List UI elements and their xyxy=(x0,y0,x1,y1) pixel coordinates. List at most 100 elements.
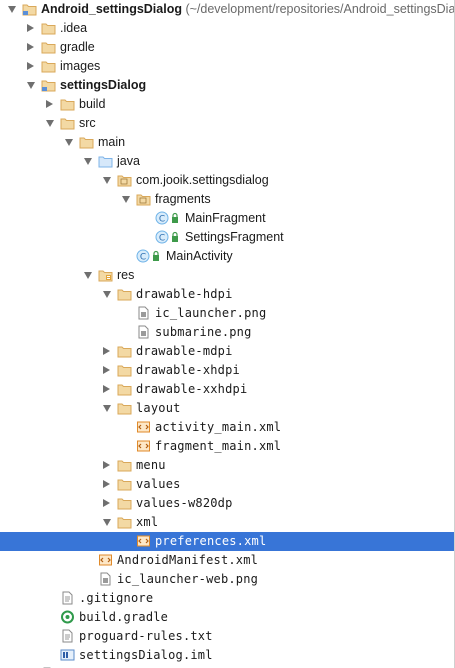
tree-item[interactable]: ic_launcher.png xyxy=(0,304,454,323)
tree-item[interactable]: images xyxy=(0,57,454,76)
tree-item[interactable]: drawable-mdpi xyxy=(0,342,454,361)
collapse-arrow-icon[interactable] xyxy=(122,196,130,203)
image-file-icon xyxy=(98,572,113,586)
tree-item-label: Android_settingsDialog (~/development/re… xyxy=(41,1,455,18)
tree-item[interactable]: drawable-xxhdpi xyxy=(0,380,454,399)
tree-item[interactable]: gradle xyxy=(0,38,454,57)
tree-item-label: activity_main.xml xyxy=(155,420,282,434)
tree-item[interactable]: ic_launcher-web.png xyxy=(0,570,454,589)
tree-item-label: MainActivity xyxy=(166,249,233,263)
text-file-icon xyxy=(60,629,75,643)
folder-icon xyxy=(117,363,132,377)
tree-item[interactable]: fragment_main.xml xyxy=(0,437,454,456)
tree-item[interactable]: drawable-hdpi xyxy=(0,285,454,304)
collapse-arrow-icon[interactable] xyxy=(84,158,92,165)
iml-file-icon xyxy=(60,648,75,662)
expand-arrow-icon[interactable] xyxy=(103,480,110,488)
tree-item-label: fragments xyxy=(155,192,211,206)
collapse-arrow-icon[interactable] xyxy=(27,82,35,89)
tree-item[interactable]: fragments xyxy=(0,190,454,209)
xml-file-icon xyxy=(136,439,151,453)
folder-icon xyxy=(79,135,94,149)
tree-item[interactable]: preferences.xml xyxy=(0,532,454,551)
java-class-icon: C xyxy=(155,211,181,225)
tree-item[interactable]: xml xyxy=(0,513,454,532)
folder-icon xyxy=(117,477,132,491)
tree-item[interactable]: build.gradle xyxy=(0,608,454,627)
svg-text:C: C xyxy=(140,253,146,263)
tree-item[interactable]: proguard-rules.txt xyxy=(0,627,454,646)
text-file-icon xyxy=(60,591,75,605)
expand-arrow-icon[interactable] xyxy=(103,347,110,355)
folder-icon xyxy=(117,382,132,396)
tree-item[interactable]: settingsDialog.iml xyxy=(0,646,454,665)
tree-item-label: drawable-xxhdpi xyxy=(136,382,248,396)
collapse-arrow-icon[interactable] xyxy=(46,120,54,127)
tree-item-label: drawable-mdpi xyxy=(136,344,233,358)
tree-item-label: main xyxy=(98,135,126,149)
tree-item[interactable]: com.jooik.settingsdialog xyxy=(0,171,454,190)
expand-arrow-icon[interactable] xyxy=(27,24,34,32)
collapse-arrow-icon[interactable] xyxy=(103,519,111,526)
tree-item-label: drawable-hdpi xyxy=(136,287,233,301)
expand-arrow-icon[interactable] xyxy=(27,43,34,51)
tree-item[interactable]: activity_main.xml xyxy=(0,418,454,437)
tree-item[interactable]: Android_settingsDialog (~/development/re… xyxy=(0,0,455,19)
expand-arrow-icon[interactable] xyxy=(103,366,110,374)
tree-item-label: proguard-rules.txt xyxy=(79,629,213,643)
collapse-arrow-icon[interactable] xyxy=(103,177,111,184)
xml-file-icon xyxy=(136,534,151,548)
image-file-icon xyxy=(136,325,151,339)
tree-item-label: fragment_main.xml xyxy=(155,439,282,453)
tree-item[interactable]: values xyxy=(0,475,454,494)
project-path: (~/development/repositories/Android_sett… xyxy=(181,2,455,16)
gradle-file-icon xyxy=(60,610,75,624)
tree-item[interactable]: src xyxy=(0,114,454,133)
xml-file-icon xyxy=(136,420,151,434)
tree-item[interactable]: values-w820dp xyxy=(0,494,454,513)
tree-item[interactable]: main xyxy=(0,133,454,152)
tree-item[interactable]: layout xyxy=(0,399,454,418)
package-icon xyxy=(136,192,151,206)
tree-item[interactable]: C MainActivity xyxy=(0,247,454,266)
tree-item-label: settingsDialog xyxy=(60,78,147,92)
collapse-arrow-icon[interactable] xyxy=(103,291,111,298)
folder-icon xyxy=(60,116,75,130)
tree-item-label: xml xyxy=(136,515,159,529)
resource-folder-icon xyxy=(98,268,113,282)
tree-item[interactable]: build xyxy=(0,95,454,114)
tree-item[interactable]: drawable-xhdpi xyxy=(0,361,454,380)
tree-item[interactable]: menu xyxy=(0,456,454,475)
java-class-icon: C xyxy=(136,249,162,263)
tree-item-label: values xyxy=(136,477,181,491)
tree-item[interactable]: java xyxy=(0,152,454,171)
collapse-arrow-icon[interactable] xyxy=(103,405,111,412)
tree-item[interactable]: .gitignore xyxy=(0,589,454,608)
tree-item-label: layout xyxy=(136,401,181,415)
expand-arrow-icon[interactable] xyxy=(27,62,34,70)
collapse-arrow-icon[interactable] xyxy=(84,272,92,279)
tree-item[interactable]: submarine.png xyxy=(0,323,454,342)
folder-icon xyxy=(117,287,132,301)
tree-item-label: ic_launcher-web.png xyxy=(117,572,259,586)
tree-item[interactable]: .idea xyxy=(0,19,454,38)
collapse-arrow-icon[interactable] xyxy=(65,139,73,146)
tree-item-label: AndroidManifest.xml xyxy=(117,553,259,567)
tree-item[interactable]: AndroidManifest.xml xyxy=(0,551,454,570)
collapse-arrow-icon[interactable] xyxy=(8,6,16,13)
expand-arrow-icon[interactable] xyxy=(103,499,110,507)
tree-item-label: SettingsFragment xyxy=(185,230,284,244)
xml-file-icon xyxy=(98,553,113,567)
folder-icon xyxy=(117,515,132,529)
package-icon xyxy=(117,173,132,187)
expand-arrow-icon[interactable] xyxy=(46,100,53,108)
module-folder-icon xyxy=(41,78,56,92)
expand-arrow-icon[interactable] xyxy=(103,461,110,469)
tree-item[interactable]: settingsDialog xyxy=(0,76,454,95)
expand-arrow-icon[interactable] xyxy=(103,385,110,393)
tree-item[interactable]: res xyxy=(0,266,454,285)
folder-icon xyxy=(117,401,132,415)
